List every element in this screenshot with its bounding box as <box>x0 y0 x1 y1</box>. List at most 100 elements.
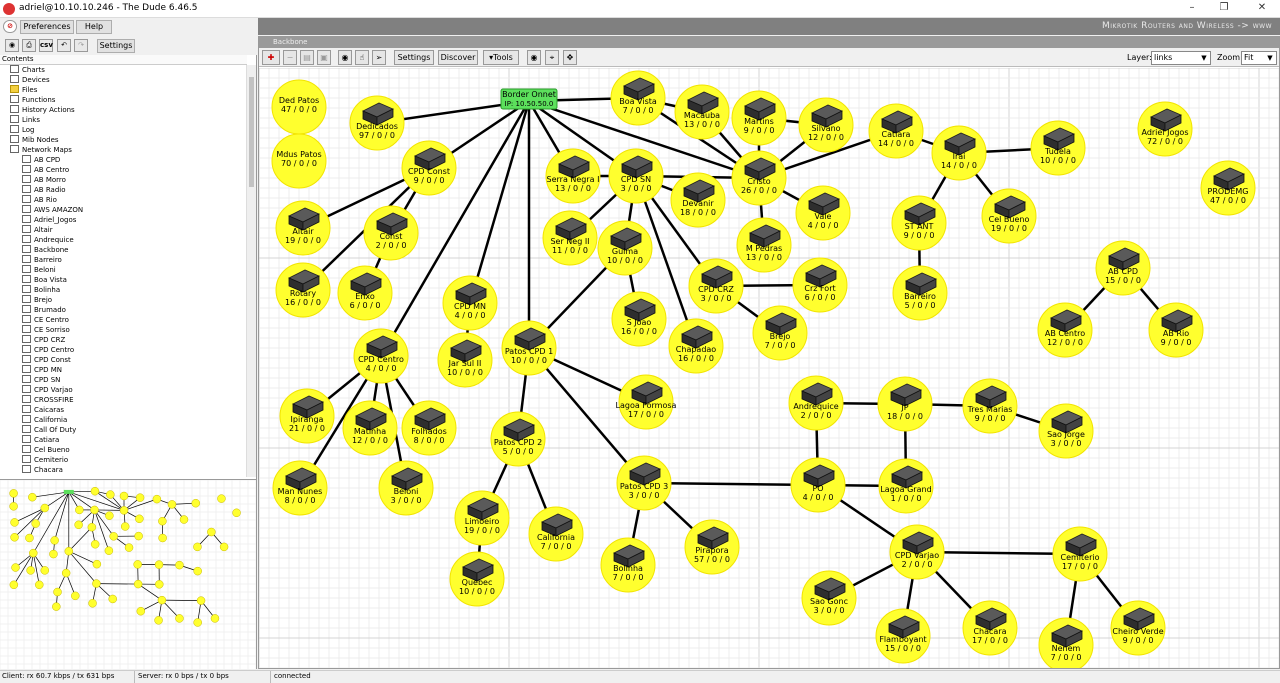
close-button[interactable]: ✕ <box>1250 2 1274 16</box>
tree-item[interactable]: AWS AMAZON <box>22 205 83 215</box>
add-icon[interactable]: ✚ <box>262 50 280 65</box>
map-settings-button[interactable]: Settings <box>394 50 434 65</box>
tree-item[interactable]: Chacara <box>22 465 63 475</box>
tree-header[interactable]: Contents <box>0 55 247 65</box>
tree-item[interactable]: AB CPD <box>22 155 60 165</box>
tree-item[interactable]: CPD CRZ <box>22 335 65 345</box>
tree-item[interactable]: Links <box>10 115 40 125</box>
discover-button[interactable]: Discover <box>438 50 478 65</box>
tree-item[interactable]: History Actions <box>10 105 75 115</box>
tree-item[interactable]: Boa Vista <box>22 275 67 285</box>
disconnect-icon[interactable]: ⊘ <box>3 20 17 33</box>
help-button[interactable]: Help <box>76 20 112 34</box>
tree-item[interactable]: Andrequice <box>22 235 74 245</box>
lock-icon[interactable]: ◉ <box>338 50 352 65</box>
tree-item[interactable]: Mib Nodes <box>10 135 59 145</box>
tree-item[interactable]: Charts <box>10 65 45 75</box>
tree-item[interactable]: AB Radio <box>22 185 66 195</box>
tree-item[interactable]: Adriel_Jogos <box>22 215 76 225</box>
device-node[interactable]: PO4 / 0 / 0 <box>791 458 845 512</box>
preferences-button[interactable]: Preferences <box>20 20 74 34</box>
overview-canvas[interactable] <box>0 480 256 670</box>
tree-item[interactable]: Backbone <box>22 245 68 255</box>
find-icon[interactable]: ◉ <box>527 50 541 65</box>
tree-item[interactable]: Brumado <box>22 305 66 315</box>
map-overview[interactable] <box>0 479 256 669</box>
tree-item[interactable]: CPD MN <box>22 365 62 375</box>
tree-item[interactable]: Call Of Duty <box>22 425 76 435</box>
tree-item[interactable]: CPD Const <box>22 355 71 365</box>
device-node[interactable]: CPD SN3 / 0 / 0 <box>609 149 663 203</box>
left-settings-button[interactable]: Settings <box>97 39 135 53</box>
device-node[interactable]: Patos CPD 25 / 0 / 0 <box>491 412 545 466</box>
undo-icon[interactable]: ↶ <box>57 39 71 52</box>
tree-item[interactable]: Barreiro <box>22 255 62 265</box>
tree-item[interactable]: Cemiterio <box>22 455 68 465</box>
device-node[interactable]: CPD MN4 / 0 / 0 <box>443 276 497 330</box>
csv-export-button[interactable]: csv <box>39 39 53 52</box>
tree-item[interactable]: California <box>22 415 67 425</box>
print-icon[interactable]: ⎙ <box>22 39 36 52</box>
tree-item[interactable]: CE Centro <box>22 315 69 325</box>
device-node[interactable]: Patos CPD 33 / 0 / 0 <box>617 456 671 510</box>
redo-icon[interactable]: ↷ <box>74 39 88 52</box>
tree-item[interactable]: Functions <box>10 95 55 105</box>
tree-item[interactable]: CPD SN <box>22 375 60 385</box>
tree-scrollbar[interactable] <box>246 65 256 477</box>
hand-icon[interactable]: ☝ <box>355 50 369 65</box>
tree-item[interactable]: CROSSFIRE <box>22 395 74 405</box>
layer-select[interactable]: links ▼ <box>1151 51 1211 65</box>
tree-item[interactable]: AB Morro <box>22 175 66 185</box>
device-node[interactable]: Patos CPD 110 / 0 / 0 <box>502 321 556 375</box>
tree-item[interactable]: Cel Bueno <box>22 445 70 455</box>
tree-scrollbar-thumb[interactable] <box>249 77 254 187</box>
tree-item[interactable]: CPD Varjao <box>22 385 73 395</box>
tree-item[interactable]: CE Sorriso <box>22 325 70 335</box>
auto-arrange-icon[interactable]: ⌖ <box>545 50 559 65</box>
